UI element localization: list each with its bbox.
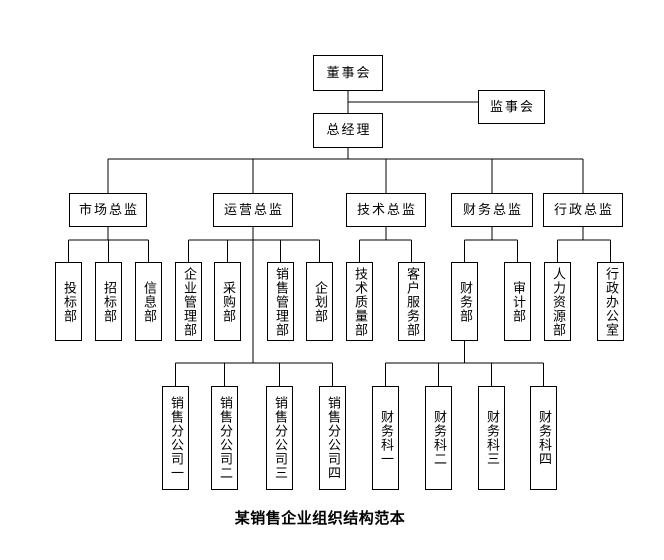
gm-directors-spine: [107, 148, 584, 193]
node-gm: 总经理: [313, 113, 383, 148]
marketing-children-link: [68, 227, 149, 262]
node-tendering-dept: 招标部: [95, 262, 122, 341]
node-finance-section-4: 财务科四: [530, 386, 557, 490]
node-hr-dept: 人力资源部: [544, 262, 571, 341]
node-finance-section-3: 财务科三: [478, 386, 505, 490]
node-purchasing-dept: 采购部: [214, 262, 241, 341]
node-sales-branch-3: 销售分公司三: [266, 386, 293, 490]
tech-children-link: [359, 227, 412, 262]
node-bidding-dept: 投标部: [55, 262, 82, 341]
node-admin-office: 行政办公室: [597, 262, 624, 341]
node-admin-director: 行政总监: [543, 193, 623, 227]
node-customer-service-dept: 客户服务部: [398, 262, 425, 341]
sales-branches-link: [175, 362, 333, 386]
node-enterprise-mgmt-dept: 企业管理部: [175, 262, 202, 341]
node-tech-director: 技术总监: [346, 193, 426, 227]
node-finance-section-2: 财务科二: [425, 386, 452, 490]
chart-caption: 某销售企业组织结构范本: [234, 509, 406, 527]
admin-children-link: [557, 227, 611, 262]
node-information-dept: 信息部: [135, 262, 162, 341]
operations-children-link: [188, 227, 320, 363]
node-finance-dept: 财务部: [451, 262, 478, 341]
node-sales-branch-4: 销售分公司四: [319, 386, 346, 490]
finance-children-link: [464, 227, 518, 262]
node-marketing-director: 市场总监: [69, 193, 147, 227]
node-finance-director: 财务总监: [451, 193, 533, 227]
node-tech-quality-dept: 技术质量部: [346, 262, 373, 341]
node-sales-branch-1: 销售分公司一: [162, 386, 189, 490]
node-sales-branch-2: 销售分公司二: [211, 386, 238, 490]
finance-sections-link: [385, 341, 544, 386]
node-finance-section-1: 财务科一: [372, 386, 399, 490]
node-sales-mgmt-dept: 销售管理部: [267, 262, 294, 341]
node-audit-dept: 审计部: [504, 262, 531, 341]
node-supervisory: 监事会: [478, 90, 545, 124]
node-planning-dept: 企划部: [306, 262, 333, 341]
node-board: 董事会: [313, 55, 383, 91]
node-operations-director: 运营总监: [213, 193, 293, 227]
